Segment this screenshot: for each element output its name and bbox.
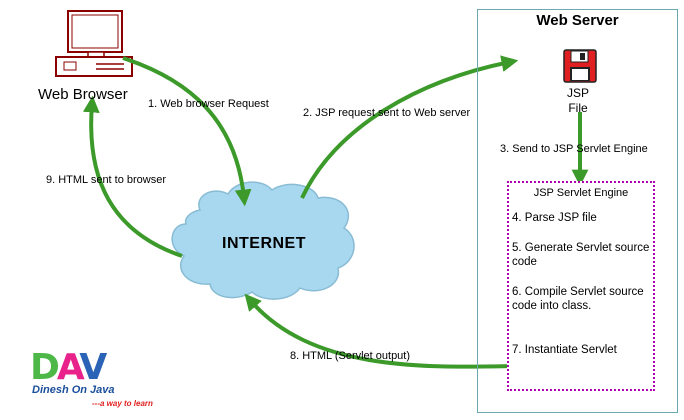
step9-label: 9. HTML sent to browser [46,174,167,186]
jsp-servlet-engine-box [507,181,655,391]
step3-label: 3. Send to JSP Servlet Engine [500,143,648,155]
step1-label: 1. Web browser Request [148,98,269,110]
jsp-file-label-line1: JSP [566,86,589,100]
internet-label: INTERNET [222,235,306,252]
logo-tagline: ---a way to learn [92,399,153,408]
computer-icon [55,10,133,77]
web-server-box [477,9,678,413]
engine-step-compile: 6. Compile Servlet source code into clas… [512,286,644,312]
dav-logo: DAV [30,347,107,388]
engine-step-parse: 4. Parse JSP file [512,212,597,224]
arrow-servlet-output [244,293,515,369]
step8-label: 8. HTML (Servlet output) [290,350,411,362]
logo-name: Dinesh On Java [32,384,115,396]
jsp-servlet-engine-title: JSP Servlet Engine [533,187,629,199]
arrow-browser-request [122,56,252,207]
arrow-html-to-browser [82,95,183,258]
engine-step-generate: 5. Generate Servlet source code [512,242,650,268]
floppy-disk-icon [563,49,597,83]
web-browser-label: Web Browser [38,86,128,103]
web-server-title: Web Server [536,12,619,29]
step2-label: 2. JSP request sent to Web server [303,107,471,119]
arrow-jsp-request [300,55,519,199]
jsp-file-label-line2: File [568,101,588,115]
engine-step-instantiate: 7. Instantiate Servlet [512,344,617,356]
jsp-file-label: JSP File [558,86,598,116]
